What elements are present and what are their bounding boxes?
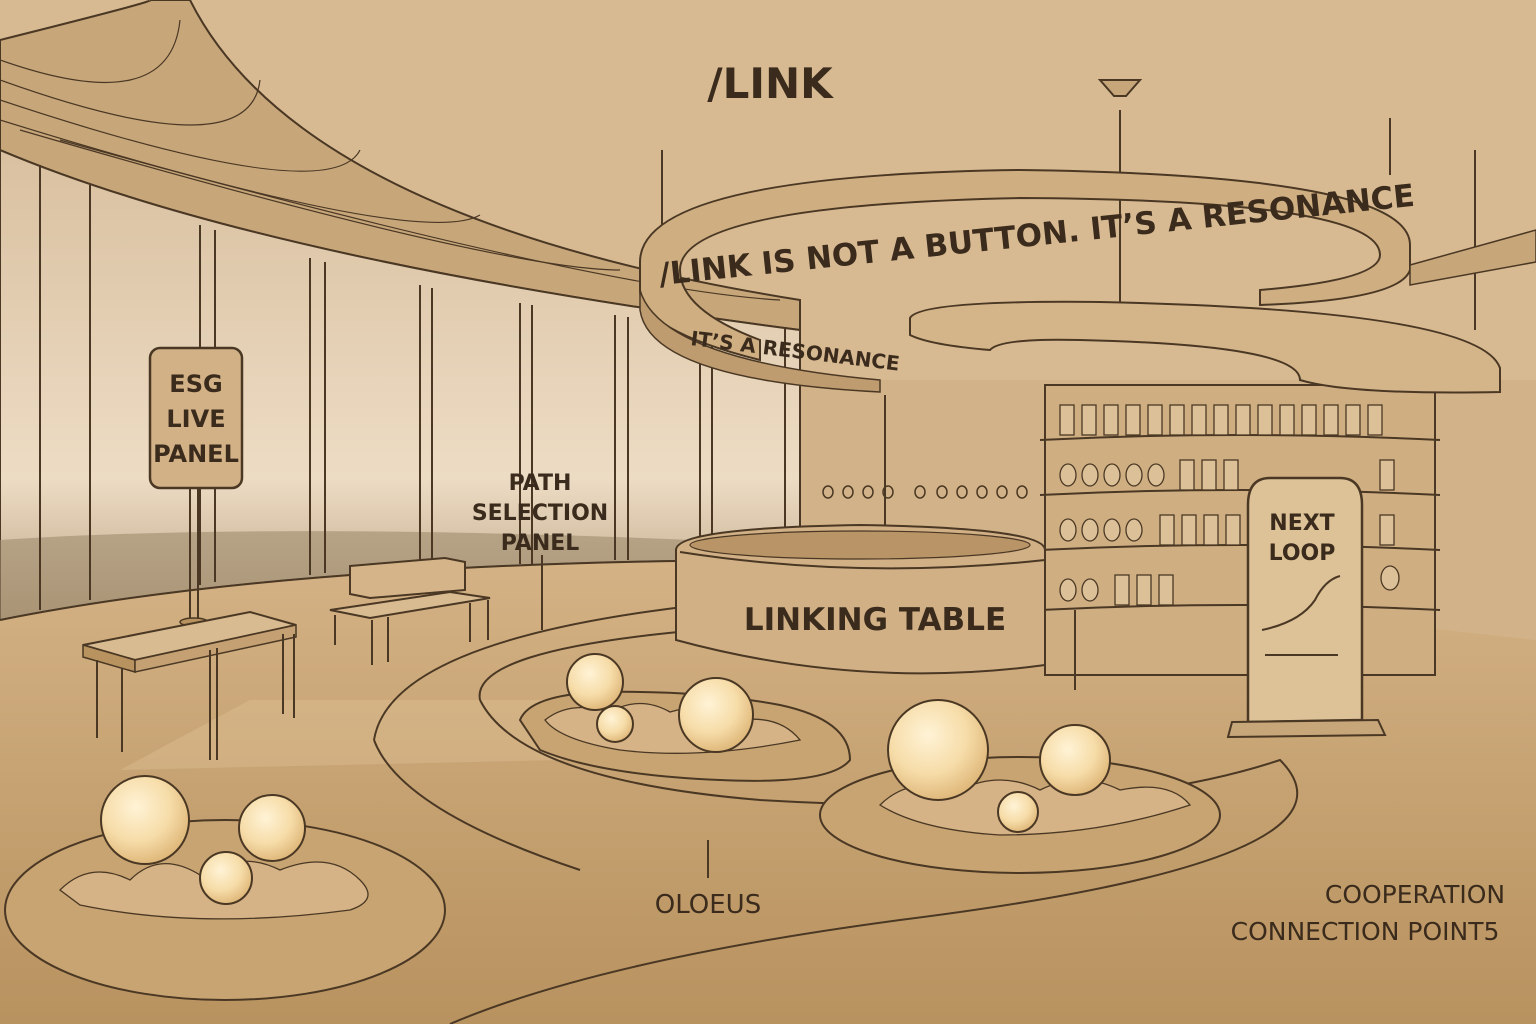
linking-table <box>675 523 1076 690</box>
orb <box>887 699 989 801</box>
next-loop-kiosk <box>1226 476 1387 739</box>
esg-sign <box>148 346 244 627</box>
next-loop-curve <box>1261 575 1341 631</box>
path-sign-line-3: PANEL <box>501 531 580 556</box>
orb <box>596 705 634 743</box>
path-sign-line-1: PATH <box>509 471 572 496</box>
soffit-slats <box>0 19 781 301</box>
orb <box>1039 724 1111 796</box>
esg-sign-line-2: LIVE <box>166 405 225 433</box>
orb <box>566 653 624 711</box>
points-label-line-1: COOPERATION <box>1325 880 1505 909</box>
orb <box>238 794 306 862</box>
path-sign-line-2: SELECTION <box>472 501 608 526</box>
orb-cluster-right <box>819 699 1221 874</box>
orb <box>199 851 253 905</box>
esg-sign-line-1: ESG <box>169 370 222 398</box>
resonance-ring <box>639 168 1501 394</box>
orb <box>678 677 754 753</box>
points-label-line-2: CONNECTION POINT5 <box>1231 917 1500 946</box>
left-table <box>82 610 297 760</box>
ceiling-rods <box>661 110 1476 330</box>
path-label: OLOEUS <box>655 890 761 920</box>
orb-cluster-middle <box>518 653 852 782</box>
next-loop-line-2: LOOP <box>1269 541 1336 566</box>
orb <box>100 775 190 865</box>
bench <box>329 556 491 665</box>
orb-cluster-left <box>4 775 446 1001</box>
esg-sign-line-3: PANEL <box>153 440 239 468</box>
brand-title: /LINK <box>707 59 834 108</box>
ceiling-lamp <box>1097 79 1143 97</box>
shelf-items <box>1059 404 1400 606</box>
orb <box>997 791 1039 833</box>
ceiling-grid <box>1409 229 1536 286</box>
shelving-unit <box>1039 384 1441 676</box>
next-loop-line-1: NEXT <box>1269 511 1334 536</box>
window-wall <box>0 148 801 622</box>
linking-table-label: LINKING TABLE <box>744 602 1006 638</box>
